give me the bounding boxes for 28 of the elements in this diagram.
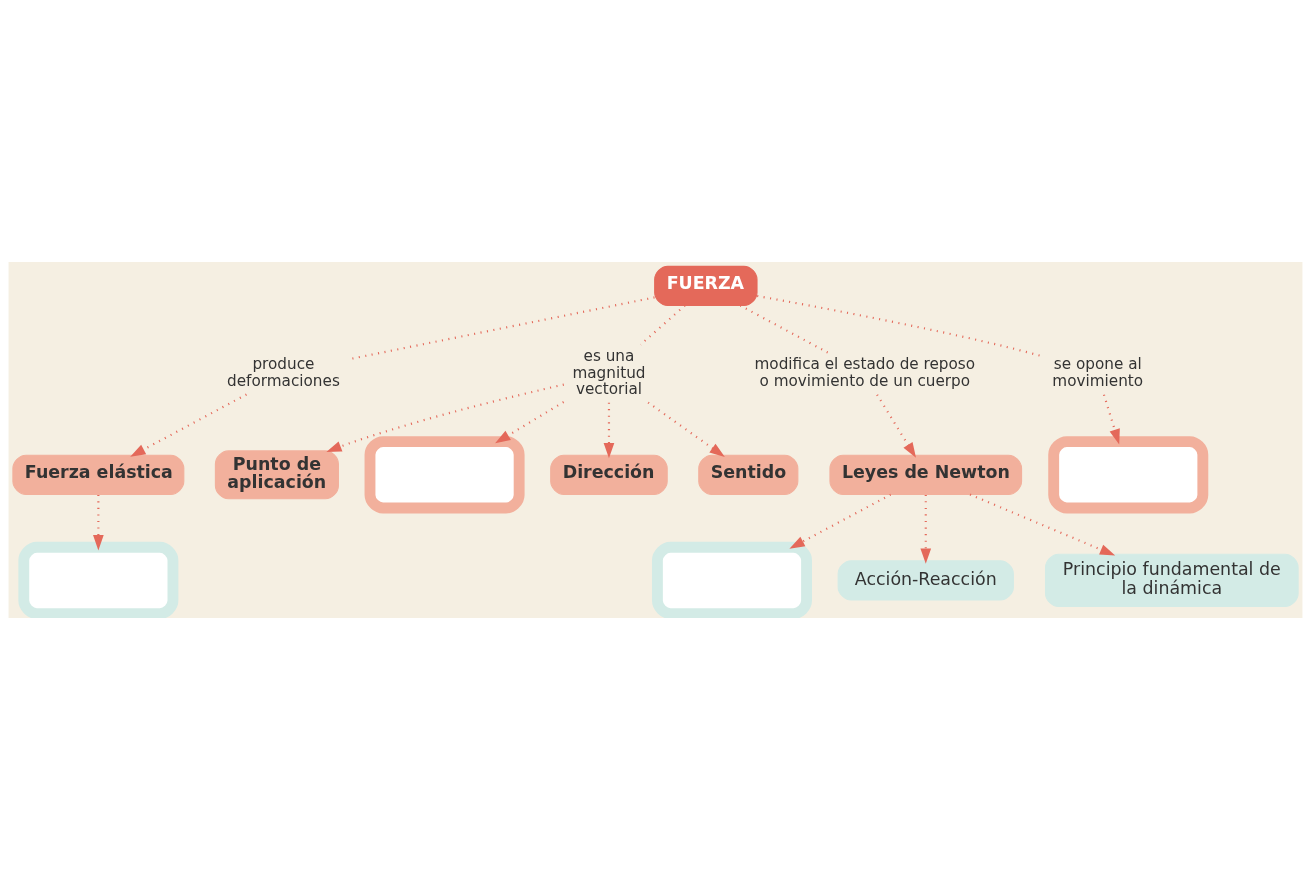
arrow bbox=[603, 402, 615, 458]
node-box: Dirección bbox=[550, 454, 668, 495]
node-box: Acción-Reacción bbox=[837, 559, 1014, 601]
arrow bbox=[789, 493, 892, 549]
node-box bbox=[651, 541, 812, 618]
arrow bbox=[920, 494, 932, 564]
node-box: Fuerza elástica bbox=[12, 454, 185, 495]
node-text: es una magnitud vectorial bbox=[572, 346, 646, 398]
arrow bbox=[969, 493, 1116, 556]
arrow bbox=[1102, 393, 1120, 444]
arrow bbox=[326, 383, 564, 452]
node-box: Leyes de Newton bbox=[829, 454, 1023, 495]
connector bbox=[739, 304, 829, 354]
node-text: produce deformaciones bbox=[227, 354, 340, 390]
node-box bbox=[364, 435, 525, 513]
node-box bbox=[1048, 435, 1209, 513]
arrow bbox=[130, 393, 247, 457]
arrow bbox=[647, 401, 725, 457]
arrow bbox=[93, 494, 104, 550]
node-box: Punto de aplicación bbox=[214, 449, 339, 499]
node-text: se opone al movimiento bbox=[1052, 354, 1144, 390]
node-text: modifica el estado de reposo o movimiento de un cuerpo bbox=[754, 354, 976, 390]
node-box: FUERZA bbox=[654, 265, 758, 306]
node-box: Principio fundamental de la dinámica bbox=[1044, 553, 1299, 607]
arrow bbox=[876, 393, 916, 458]
arrow bbox=[495, 400, 565, 443]
node-box bbox=[18, 541, 179, 618]
node-box: Sentido bbox=[698, 454, 799, 495]
